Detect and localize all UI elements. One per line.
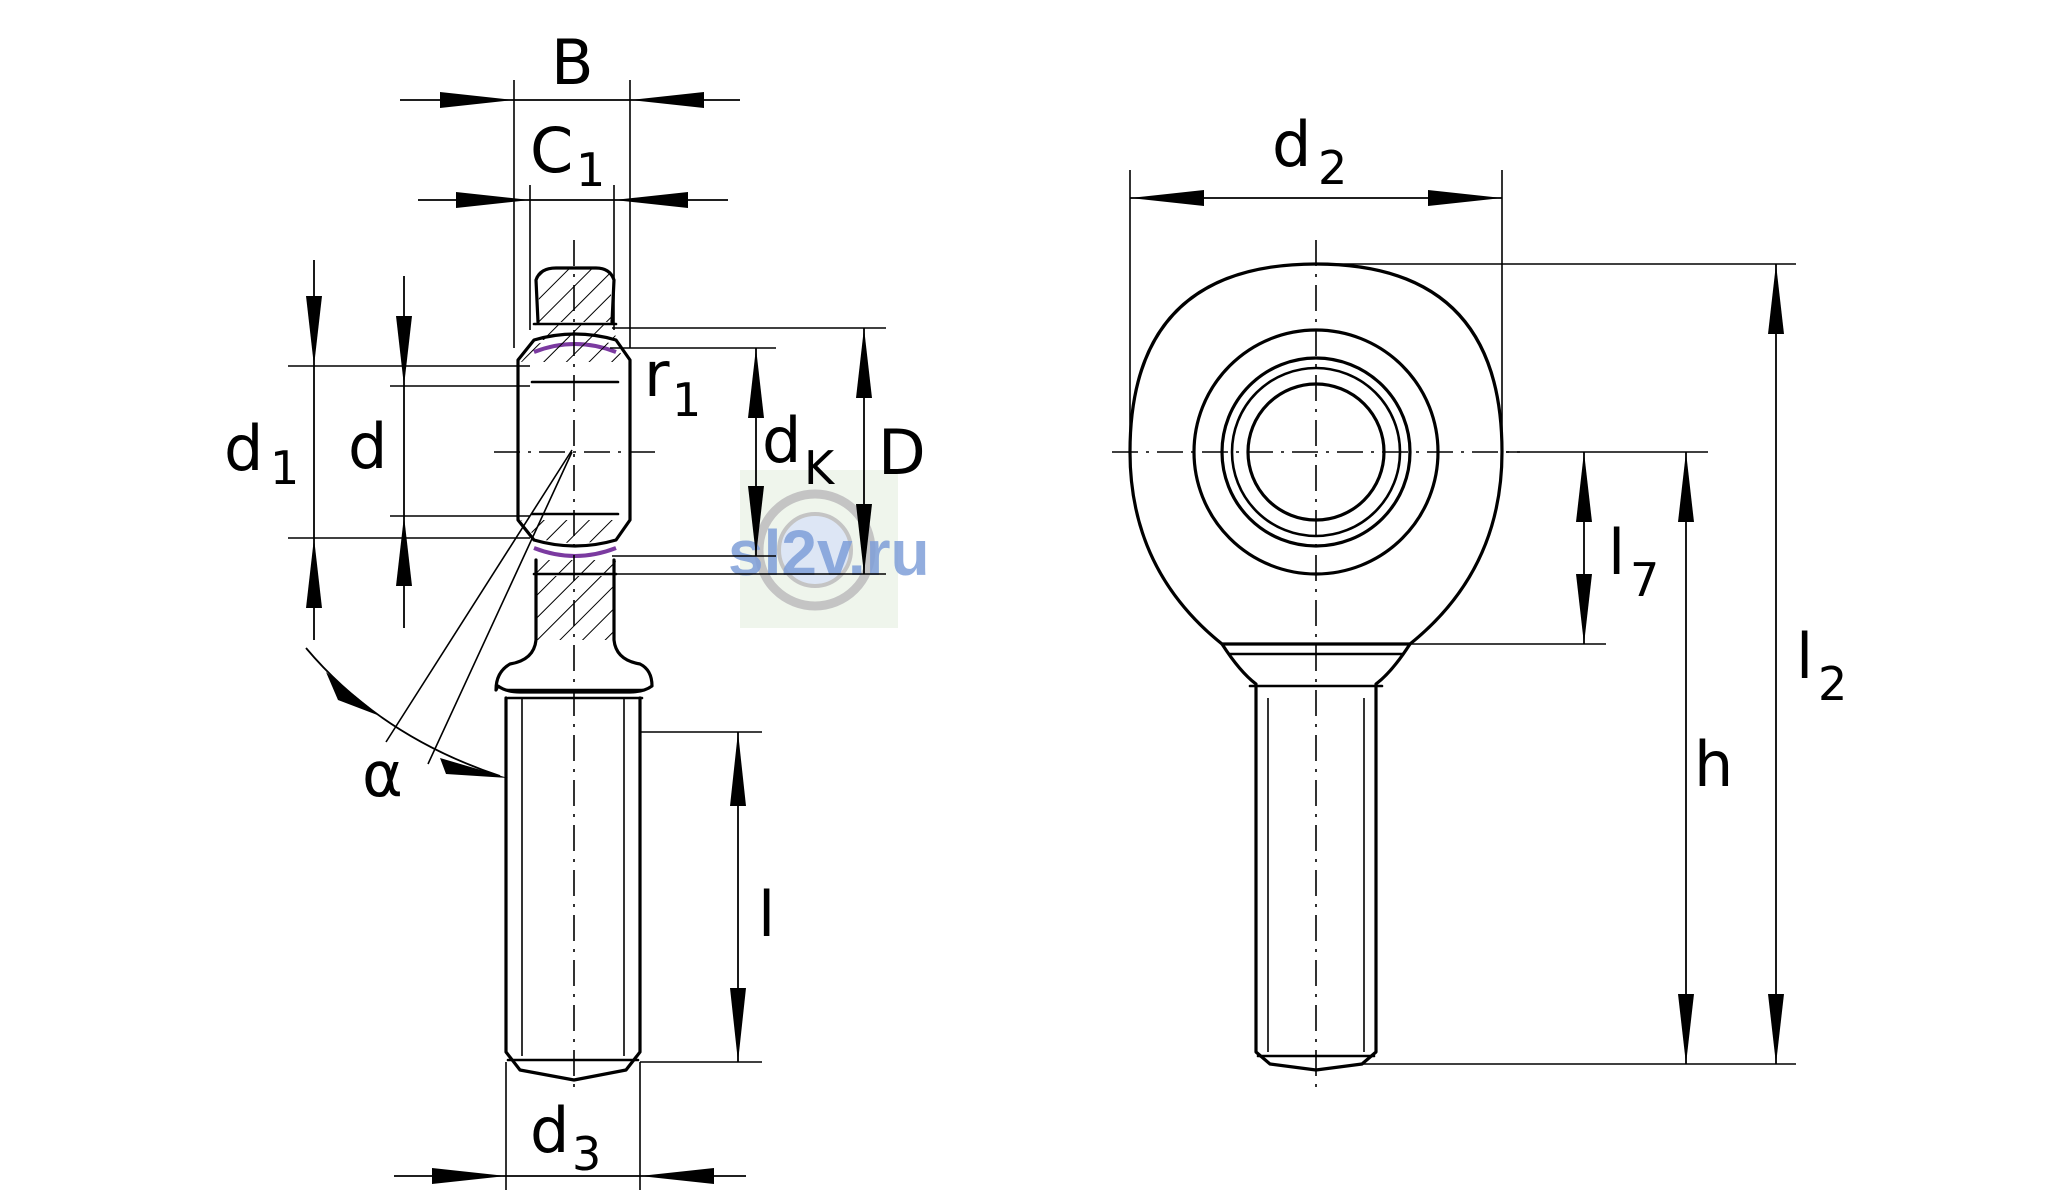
section-dimensions	[288, 80, 886, 1190]
label-l7-sub: 7	[1630, 553, 1659, 607]
label-C1: C	[530, 114, 573, 187]
label-B: B	[551, 26, 594, 99]
label-r1-sub: 1	[672, 373, 701, 427]
label-alpha: α	[362, 738, 403, 811]
label-d3: d	[530, 1094, 569, 1167]
label-l2: l	[1796, 620, 1813, 693]
label-d: d	[348, 410, 387, 483]
label-d1-sub: 1	[270, 441, 299, 495]
watermark-bearing-icon	[754, 489, 876, 611]
watermark-text: sl2v.ru	[728, 517, 930, 589]
dimension-labels: B C 1 d 1 d r 1 d K D α l d 3 d 2 l 7 h …	[224, 26, 1847, 1181]
label-l: l	[758, 878, 775, 951]
label-d3-sub: 3	[572, 1127, 601, 1181]
section-view	[385, 240, 656, 1090]
label-d2-sub: 2	[1318, 141, 1347, 195]
front-view	[1112, 240, 1520, 1094]
label-h: h	[1694, 728, 1733, 801]
label-l2-sub: 2	[1818, 657, 1847, 711]
label-l7: l	[1608, 516, 1625, 589]
label-d2: d	[1272, 108, 1311, 181]
label-dK: d	[762, 404, 801, 477]
label-d1: d	[224, 412, 263, 485]
front-dimensions	[1129, 170, 1796, 1065]
label-D: D	[878, 416, 926, 489]
liner-ring-bottom	[533, 546, 617, 558]
label-dK-sub: K	[804, 441, 836, 495]
watermark-logo: sl2v.ru	[728, 470, 930, 628]
label-C1-sub: 1	[576, 143, 605, 197]
label-r1: r	[644, 338, 670, 411]
